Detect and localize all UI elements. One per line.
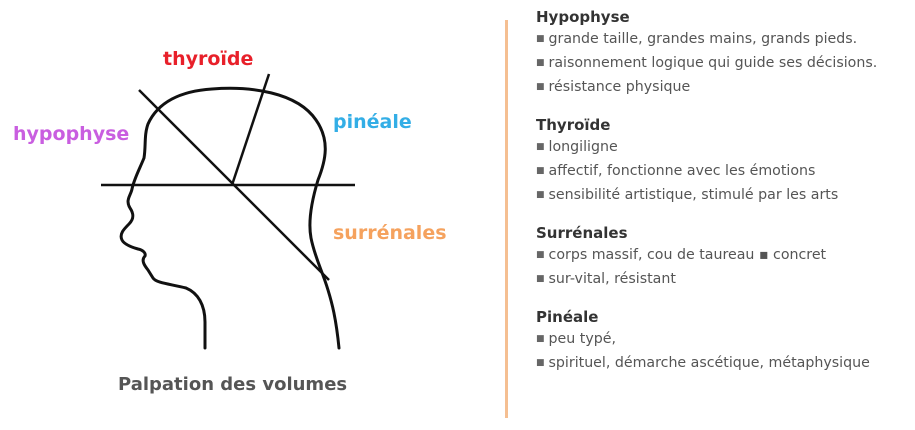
list-item-text: raisonnement logique qui guide ses décis… — [549, 55, 878, 71]
list-item-text: résistance physique — [549, 79, 691, 95]
diagram-caption: Palpation des volumes — [118, 374, 347, 395]
section-title: Thyroïde — [536, 116, 911, 134]
section-title: Pinéale — [536, 308, 911, 326]
label-pineale: pinéale — [333, 111, 412, 133]
bullet-icon: ■ — [536, 166, 545, 176]
list-item-text: grande taille, grandes mains, grands pie… — [549, 31, 858, 47]
section-list: ■corps massif, cou de taureau ▪ concret … — [536, 244, 911, 292]
bullet-icon: ■ — [536, 82, 545, 92]
list-item: ■ spirituel, démarche ascétique, métaphys… — [536, 352, 911, 376]
bullet-icon: ■ — [536, 334, 545, 344]
list-item-text: peu typé, — [549, 331, 616, 347]
list-item: ■ sensibilité artistique, stimulé par les… — [536, 184, 911, 208]
section-pineale: Pinéale ■ peu typé, ■ spirituel, démarche … — [536, 308, 911, 376]
list-item: ■ raisonnement logique qui guide ses déci… — [536, 52, 911, 76]
vertical-divider — [505, 20, 508, 418]
bullet-icon: ■ — [536, 358, 545, 368]
bullet-icon: ■ — [536, 34, 545, 44]
list-item-text: sensibilité artistique, stimulé par les … — [549, 187, 839, 203]
list-item-text: sur-vital, résistant — [549, 271, 676, 287]
list-item: ■ peu typé, — [536, 328, 911, 352]
label-thyroide: thyroïde — [163, 48, 253, 70]
list-item: ■ corps massif, cou de taureau ▪ concret — [536, 244, 911, 268]
list-item-text: affectif, fonctionne avec les émotions — [549, 163, 816, 179]
section-list: ■ grande taille, grandes mains, grands pi… — [536, 28, 911, 100]
bullet-icon: ■ — [536, 58, 545, 68]
bullet-icon: ■ — [536, 190, 545, 200]
list-item: ■ sur-vital, résistant — [536, 268, 911, 292]
gland-descriptions-panel: Hypophyse ■ grande taille, grandes mains,… — [536, 8, 911, 392]
section-list: ■ peu typé, ■ spirituel, démarche ascétiqu… — [536, 328, 911, 376]
section-title: Surrénales — [536, 224, 911, 242]
list-item: ■ affectif, fonctionne avec les émotions — [536, 160, 911, 184]
section-title: Hypophyse — [536, 8, 911, 26]
list-item-text: corps massif, cou de taureau ▪ concret — [549, 247, 827, 263]
section-hypophyse: Hypophyse ■ grande taille, grandes mains,… — [536, 8, 911, 100]
bullet-icon: ■ — [536, 250, 545, 260]
list-item: ■ grande taille, grandes mains, grands pi… — [536, 28, 911, 52]
list-item: ■ résistance physique — [536, 76, 911, 100]
head-diagram: thyroïde hypophyse pinéale surrénales Pa… — [0, 0, 500, 426]
list-item: ■ longiligne — [536, 136, 911, 160]
section-thyroide: Thyroïde ■ longiligne ■ affectif, fonction… — [536, 116, 911, 208]
label-hypophyse: hypophyse — [13, 123, 129, 145]
list-item-text: longiligne — [549, 139, 618, 155]
list-item-text: spirituel, démarche ascétique, métaphysi… — [549, 355, 870, 371]
head-outline — [121, 88, 339, 348]
label-surrenales: surrénales — [333, 222, 447, 244]
bullet-icon: ■ — [536, 142, 545, 152]
section-list: ■ longiligne ■ affectif, fonctionne avec l… — [536, 136, 911, 208]
bullet-icon: ■ — [536, 274, 545, 284]
section-surrenales: Surrénales ■ corps massif, cou de taureau… — [536, 224, 911, 292]
